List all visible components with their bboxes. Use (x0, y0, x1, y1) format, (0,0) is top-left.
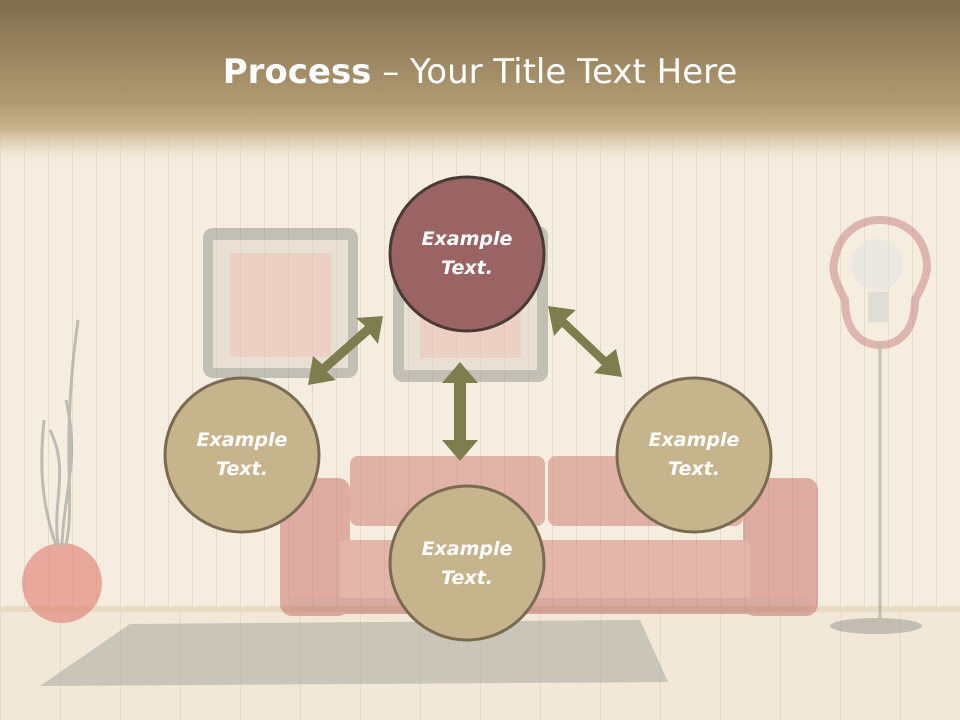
rug (40, 620, 668, 686)
node-label-top[interactable]: Example Text. (387, 225, 547, 283)
floor-lamp (829, 215, 931, 634)
node-label-bottom[interactable]: Example Text. (387, 535, 547, 593)
node-right-line1: Example (648, 429, 740, 451)
vase (22, 319, 102, 623)
process-circle-top (388, 175, 546, 333)
node-top-line2: Text. (441, 257, 493, 279)
node-left-line1: Example (196, 429, 288, 451)
picture-frame-left (203, 228, 358, 378)
title-rest: – Your Title Text Here (371, 52, 738, 92)
arrow-right-diagonal (548, 306, 622, 377)
node-top-line1: Example (421, 228, 513, 250)
process-circle-left (163, 376, 321, 534)
node-right-line2: Text. (668, 458, 720, 480)
process-circle-right (615, 376, 773, 534)
node-bottom-line2: Text. (441, 567, 493, 589)
arrow-left-diagonal (308, 316, 383, 385)
connector-arrows (308, 306, 622, 461)
node-label-right[interactable]: Example Text. (614, 426, 774, 484)
header-band (0, 0, 960, 128)
process-circle-bottom (388, 484, 546, 642)
arrow-vertical (442, 362, 478, 461)
node-bottom-line1: Example (421, 538, 513, 560)
node-label-left[interactable]: Example Text. (162, 426, 322, 484)
node-left-line2: Text. (216, 458, 268, 480)
title-bold: Process (222, 52, 372, 92)
slide-title[interactable]: Process – Your Title Text Here (0, 52, 960, 92)
